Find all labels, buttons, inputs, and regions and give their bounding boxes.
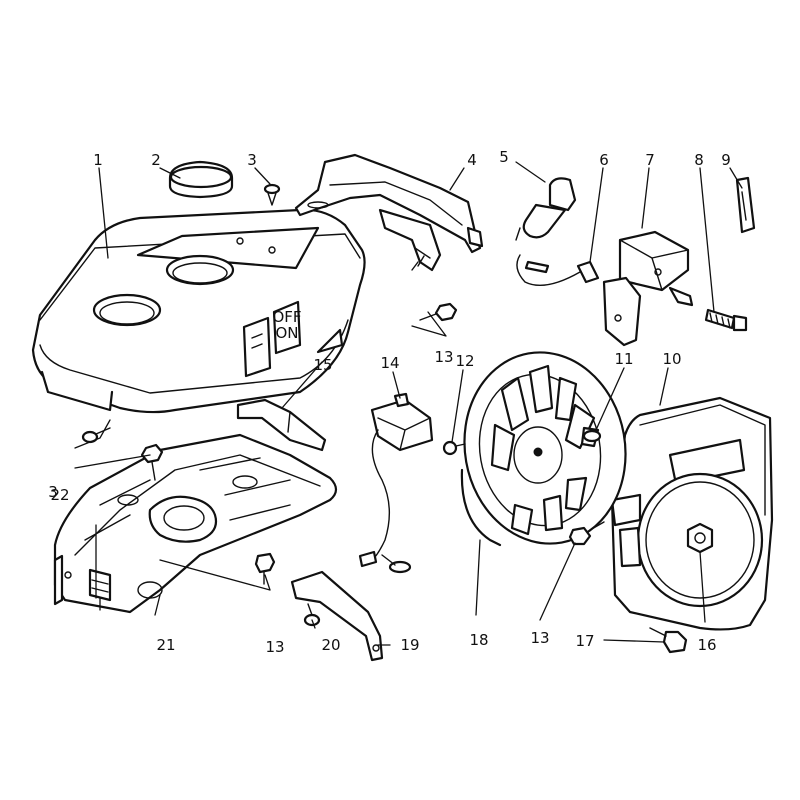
part-13-bolt-center [568,521,605,546]
callout-17: 17 [575,632,594,650]
part-22-nut [140,443,164,481]
callout-20: 20 [321,636,340,654]
part-14-stop-switch [358,392,434,574]
part-6-ignition-wire [516,254,600,286]
callout-1: 1 [93,151,103,169]
part-15-stay [236,398,327,452]
callout-15: 15 [313,356,332,374]
callout-10: 10 [662,350,681,368]
callout-9: 9 [721,151,731,169]
part-3-screw-upper [263,183,281,206]
callout-2: 2 [151,151,161,169]
part-8-bolt [704,308,748,332]
callout-11: 11 [614,350,633,368]
callout-13-center: 13 [530,629,549,647]
callout-22: 22 [50,486,69,504]
leader-lines [74,161,743,646]
callout-14: 14 [380,354,399,372]
callout-7: 7 [645,151,655,169]
part-16-starter-nut [686,522,714,554]
part-13-bolt-upper [419,302,458,322]
callout-4: 4 [467,151,477,169]
part-13-bolt-lower [254,552,276,585]
part-18-flywheel [460,351,627,547]
callout-19: 19 [400,636,419,654]
callout-16: 16 [697,636,716,654]
part-21-base-plate [53,433,338,614]
part-1-tank-cover: OFF ON [31,208,366,414]
part-17-bolt [649,627,688,654]
callout-6: 6 [599,151,609,169]
callout-3-upper: 3 [247,151,257,169]
callout-21: 21 [156,636,175,654]
part-10-fan-housing [610,396,774,631]
callout-3-lower: 3 [48,483,58,501]
callout-12: 12 [455,352,474,370]
callout-5: 5 [499,148,509,166]
callout-8: 8 [694,151,704,169]
part-5-plug-cap [515,177,577,241]
part-7-ignition-coil [602,230,694,347]
part-4-shroud-bracket [294,153,484,272]
callout-13-upper: 13 [434,348,453,366]
part-11-key [582,429,602,443]
part-9-ground-plate [735,176,756,234]
callout-18: 18 [469,631,488,649]
part-2-fuel-cap [168,160,234,199]
part-12-nut [442,440,466,456]
callout-numbers: 1 2 3 4 5 6 7 8 9 10 11 12 13 14 15 16 1… [48,148,731,656]
callout-13-lower: 13 [265,638,284,656]
switch-on-label: ON [275,324,298,342]
switch-off-label: OFF [272,308,301,326]
part-19-bracket [290,570,384,662]
